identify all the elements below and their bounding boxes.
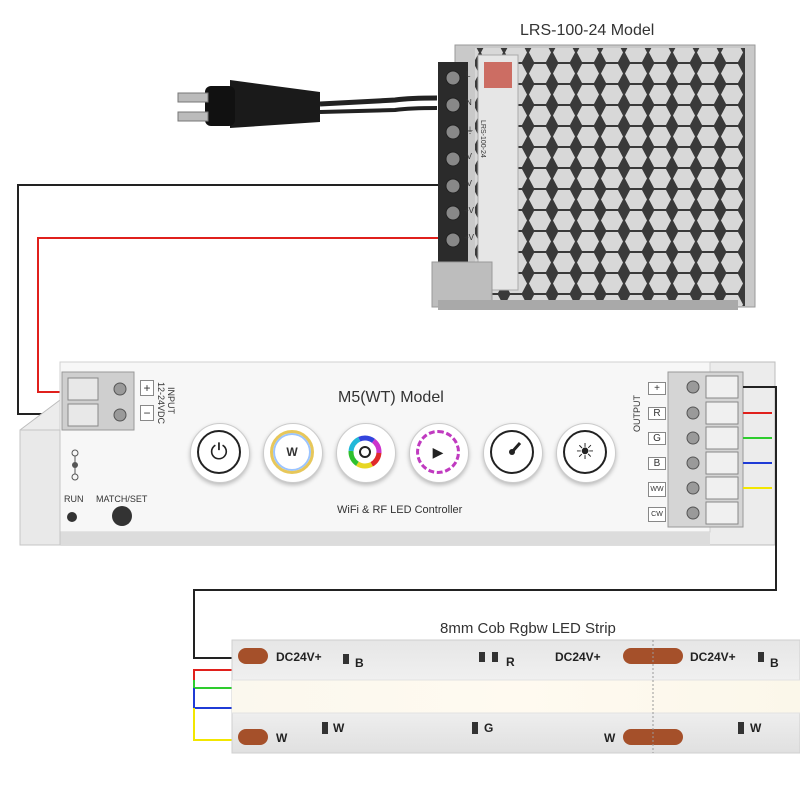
play-mode-button[interactable]: ▶: [409, 423, 469, 483]
strip-title: 8mm Cob Rgbw LED Strip: [440, 620, 616, 637]
wire-strip-blue: [193, 688, 236, 709]
output-terminal-ww: WW: [648, 482, 666, 497]
run-label: RUN: [64, 494, 84, 504]
input-label: INPUT: [166, 387, 176, 414]
strip-label-top-4: DC24V+: [555, 650, 601, 664]
wire-psu-positive: [37, 237, 438, 393]
strip-label-bottom-4: W: [604, 731, 616, 745]
color-wheel-icon: [343, 430, 387, 474]
power-icon: ⏻: [197, 430, 241, 474]
strip-label-top-1: DC24V+: [276, 650, 322, 664]
ac-plug: [177, 80, 438, 128]
psu-terminal-v-neg-2: -V: [464, 179, 472, 188]
strip-label-top-6: B: [770, 656, 779, 670]
psu-mesh: [475, 48, 745, 306]
input-plus-label: +: [140, 380, 154, 396]
output-terminal-g: G: [648, 432, 666, 445]
psu-terminal-v-pos-1: +V: [464, 206, 475, 215]
wire-strip-green: [193, 680, 236, 689]
match-set-label: MATCH/SET: [96, 494, 148, 504]
input-minus-label: −: [140, 405, 154, 421]
wire-out-black: [193, 386, 777, 659]
output-terminal-plus: +: [648, 382, 666, 395]
wire-strip-yellow: [193, 708, 236, 741]
controller-subtitle: WiFi & RF LED Controller: [337, 504, 463, 516]
psu-terminal-ground: ⏚: [466, 126, 474, 135]
wire-strip-red: [193, 669, 236, 680]
strip-label-bottom-1: W: [276, 731, 288, 745]
led-strip: [231, 639, 800, 754]
psu-terminal-l: L: [466, 70, 471, 79]
speed-button[interactable]: [483, 423, 543, 483]
strip-label-top-5: DC24V+: [690, 650, 736, 664]
strip-label-top-2: B: [355, 656, 364, 670]
output-terminal-b: B: [648, 457, 666, 470]
psu-terminal-screws: [445, 70, 461, 248]
psu-terminal-n: N: [466, 98, 472, 107]
input-voltage-label: 12-24VDC: [156, 382, 166, 425]
power-button[interactable]: ⏻: [190, 423, 250, 483]
strip-label-bottom-5: W: [750, 721, 762, 735]
speedometer-icon: [490, 430, 534, 474]
white-button[interactable]: W: [263, 423, 323, 483]
strip-label-bottom-2: W: [333, 721, 345, 735]
controller-title: M5(WT) Model: [338, 389, 444, 406]
brightness-button[interactable]: ☀: [556, 423, 616, 483]
output-terminal-cw: CW: [648, 507, 666, 522]
play-icon: ▶: [416, 430, 460, 474]
power-supply: [431, 44, 756, 310]
sun-icon: ☀: [563, 430, 607, 474]
strip-cob-light: [232, 680, 800, 713]
match-set-button[interactable]: [112, 506, 132, 526]
psu-terminal-v-neg-1: -V: [464, 152, 472, 161]
strip-label-bottom-3: G: [484, 721, 494, 735]
psu-model-label: LRS-100-24: [479, 120, 486, 158]
white-mode-icon: W: [270, 430, 314, 474]
output-terminal-r: R: [648, 407, 666, 420]
psu-terminal-v-pos-2: +V: [464, 233, 475, 242]
color-wheel-button[interactable]: [336, 423, 396, 483]
psu-label-panel: [477, 54, 519, 291]
psu-title: LRS-100-24 Model: [520, 22, 655, 39]
run-led: [67, 512, 77, 522]
match-set-button-shape: [112, 506, 132, 526]
output-label: OUTPUT: [632, 395, 642, 432]
strip-label-top-3: R: [506, 655, 515, 669]
